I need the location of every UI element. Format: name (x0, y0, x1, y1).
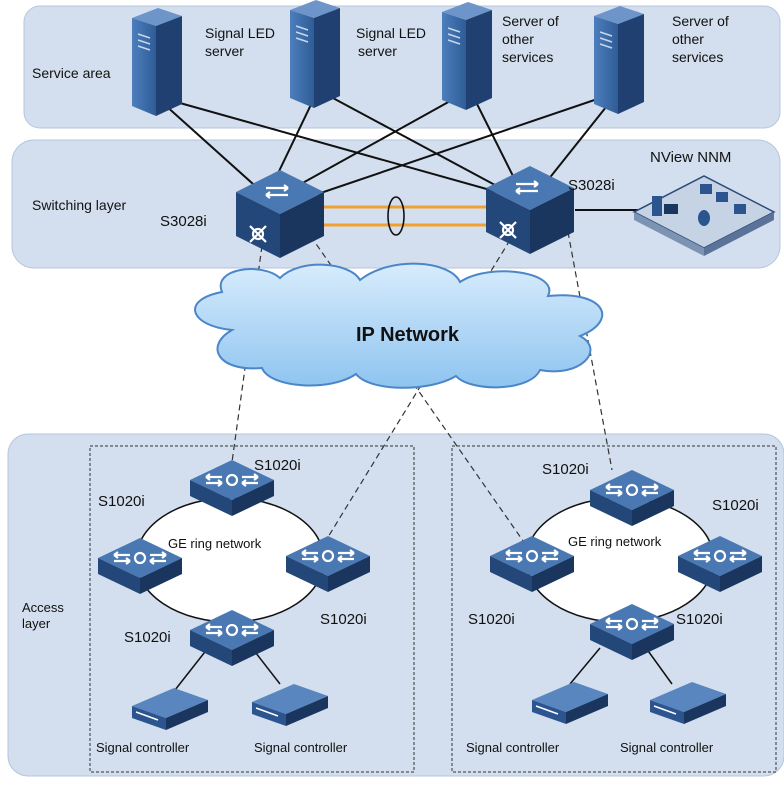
left-bottom-switch-label: S1020i (124, 629, 171, 646)
server-4-label-line2: other (672, 31, 704, 47)
lag-marker (387, 196, 405, 236)
ip-network-label: IP Network (356, 324, 460, 346)
server-links (154, 89, 650, 211)
signal-led-server-1-icon (131, 7, 183, 117)
signal-led-server-2-icon (289, 0, 341, 109)
right-access-group-box (451, 445, 777, 773)
server-3-label-line3: services (502, 49, 553, 65)
server-1-label-line2: server (205, 43, 244, 59)
right-right-switch-label-top: S1020i (712, 497, 759, 514)
nview-nnm-icon (632, 175, 776, 256)
service-area-label: Service area (32, 65, 111, 81)
server-1-label-line1: Signal LED (205, 25, 275, 41)
server-3-label-line2: other (502, 31, 534, 47)
server-4-label-line3: services (672, 49, 723, 65)
left-controller-1-label: Signal controller (96, 740, 190, 755)
server-2-label-line1: Signal LED (356, 25, 426, 41)
lag-link (322, 205, 488, 227)
server-2-label-line2: server (358, 43, 397, 59)
controller-links (174, 647, 673, 691)
switching-layer-label: Switching layer (32, 197, 126, 213)
right-left-switch-label: S1020i (468, 611, 515, 628)
core-switch-right-label: S3028i (568, 177, 615, 194)
left-access-group-box (89, 445, 415, 773)
left-controller-2-label: Signal controller (254, 740, 348, 755)
left-ring-label: GE ring network (168, 536, 262, 551)
other-services-server-1-icon (441, 1, 493, 111)
right-ring-label: GE ring network (568, 534, 662, 549)
right-controller-2-label: Signal controller (620, 740, 714, 755)
access-layer-label-line2: layer (22, 616, 51, 631)
server-4-label-line1: Server of (672, 13, 729, 29)
core-switch-left-label: S3028i (160, 213, 207, 230)
nms-label: NView NNM (650, 149, 731, 166)
other-services-server-2-icon (593, 5, 645, 115)
right-top-switch-label: S1020i (542, 461, 589, 478)
left-top-switch-label: S1020i (254, 457, 301, 474)
access-layer-label-line1: Access (22, 600, 64, 615)
left-right-switch-label: S1020i (320, 611, 367, 628)
right-controller-1-label: Signal controller (466, 740, 560, 755)
server-3-label-line1: Server of (502, 13, 559, 29)
ip-network-cloud (194, 262, 603, 389)
left-left-switch-label: S1020i (98, 493, 145, 510)
right-bottom-switch-label: S1020i (676, 611, 723, 628)
